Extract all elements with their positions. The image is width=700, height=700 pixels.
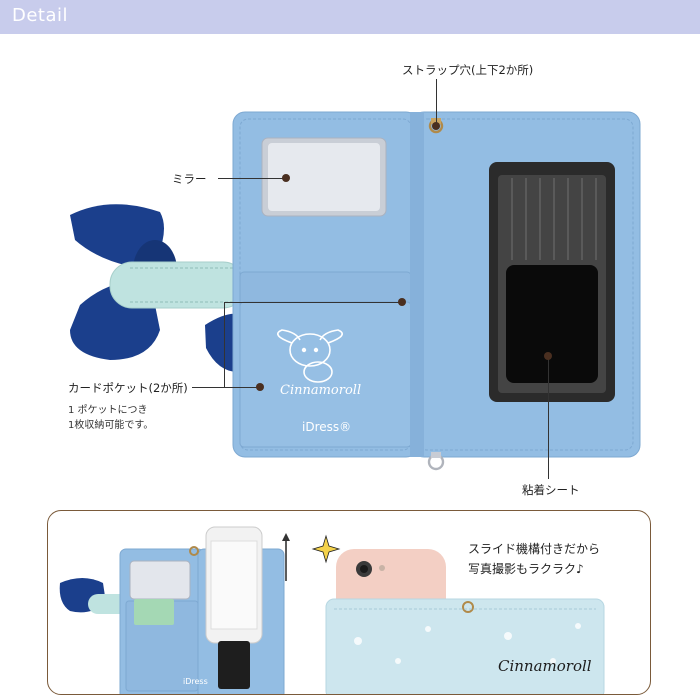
slide-callout-line-2: 写真撮影もラクラク♪	[468, 562, 584, 576]
header-bar	[0, 0, 700, 34]
card-pocket-note-2: 1枚収納可能です。	[68, 420, 154, 431]
product-illustration	[70, 111, 641, 471]
case-brand: iDress®	[302, 420, 352, 434]
sparkle-icon	[311, 534, 341, 564]
sticky-sheet-label: 粘着シート	[522, 483, 580, 497]
mirror-marker-dot	[282, 174, 290, 182]
strap-marker-dot	[432, 122, 440, 130]
slide-callout-line-1: スライド機構付きだから	[468, 542, 601, 556]
mirror-label: ミラー	[172, 172, 207, 186]
page-title: Detail	[12, 5, 69, 26]
case-open-top	[325, 598, 605, 694]
strap-hole-label: ストラップ穴(上下2か所)	[402, 63, 534, 77]
strap-leader-line	[436, 79, 437, 124]
mini-brand: iDress	[183, 677, 208, 686]
sticky-sheet	[506, 265, 598, 383]
card-lower-marker-dot	[256, 383, 264, 391]
sticky-leader-line	[548, 357, 549, 479]
case-logo: Cinnamoroll	[280, 383, 362, 398]
slide-feature-panel: スライド機構付きだから 写真撮影もラクラク♪ iDress Cinnamorol…	[47, 510, 651, 695]
mirror-leader-line	[218, 178, 286, 179]
card-leader-line-top	[224, 302, 402, 303]
card-leader-line-h	[192, 387, 260, 388]
slide-feature-illustration	[59, 526, 605, 694]
card-upper-marker-dot	[398, 298, 406, 306]
bottom-logo: Cinnamoroll	[498, 657, 592, 675]
card-pocket-note-1: 1 ポケットにつき	[68, 405, 148, 416]
card-leader-line-v	[224, 302, 225, 388]
cinnamoroll-character	[276, 329, 344, 383]
sticky-marker-dot	[544, 352, 552, 360]
mini-card	[134, 599, 174, 625]
bow-lower-right	[205, 313, 238, 372]
card-pocket-label: カードポケット(2か所)	[68, 381, 188, 395]
case-spine	[410, 112, 424, 457]
